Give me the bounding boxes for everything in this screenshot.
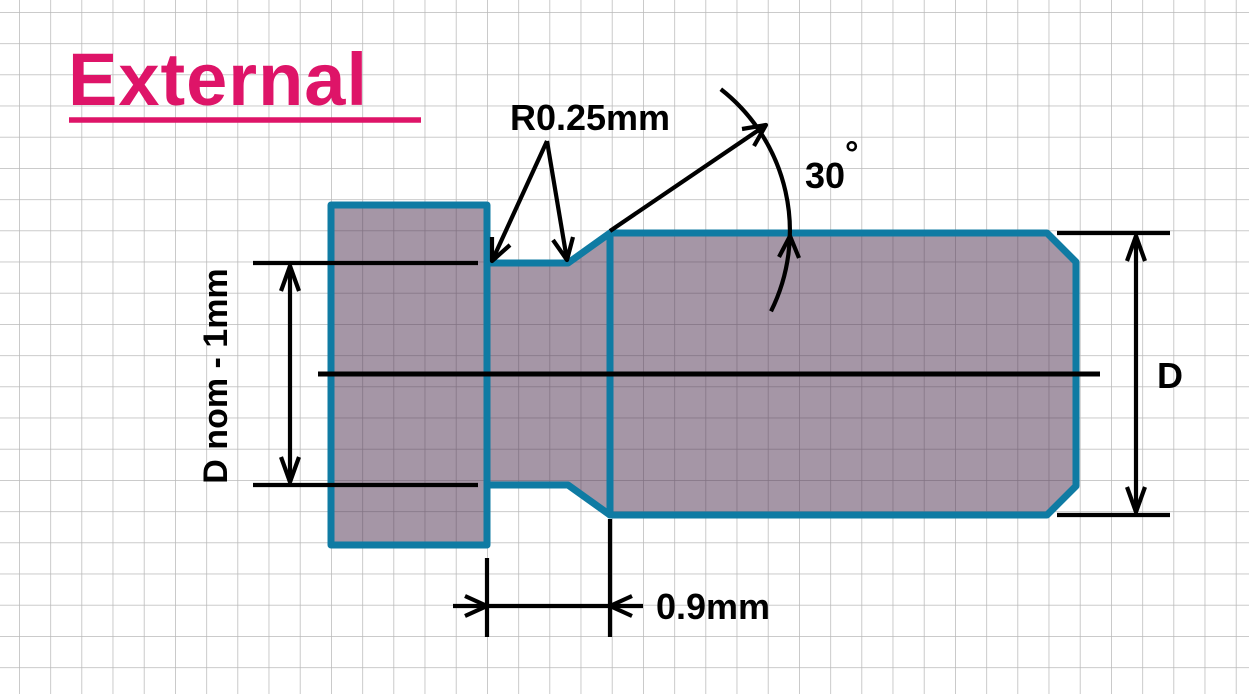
undercut-width-label: 0.9mm: [656, 586, 770, 627]
angle-dimension: 30 °: [608, 87, 859, 313]
arrowhead-right-icon: [464, 594, 490, 618]
arrowhead-up-icon: [777, 233, 801, 259]
angle-value-label: 30: [805, 155, 845, 196]
leader-line-right: [544, 140, 570, 261]
angle-arc: [719, 87, 792, 313]
arrowhead-up-right-icon: [741, 122, 769, 148]
arrowhead-up-icon: [279, 263, 301, 292]
arrowhead-down-icon: [551, 236, 576, 263]
arrowhead-down-icon: [1125, 486, 1147, 515]
full-diameter-label: D: [1157, 355, 1183, 396]
arrowhead-down-left-icon: [489, 237, 512, 264]
dim-undercut-width: 0.9mm: [453, 519, 770, 637]
dim-full-diameter: D: [1057, 230, 1183, 518]
flank-extension-line: [608, 123, 768, 233]
dim-neck-diameter: D nom - 1mm: [197, 260, 478, 488]
degree-symbol: °: [845, 135, 859, 173]
arrowhead-up-icon: [1125, 233, 1147, 262]
radius-callout: R0.25mm: [489, 97, 670, 264]
arrowhead-down-icon: [279, 456, 301, 485]
neck-diameter-label: D nom - 1mm: [197, 268, 235, 483]
leader-line-left: [490, 140, 549, 262]
radius-label: R0.25mm: [510, 97, 670, 138]
arrowhead-left-icon: [607, 594, 633, 618]
page-title: External: [68, 38, 368, 121]
